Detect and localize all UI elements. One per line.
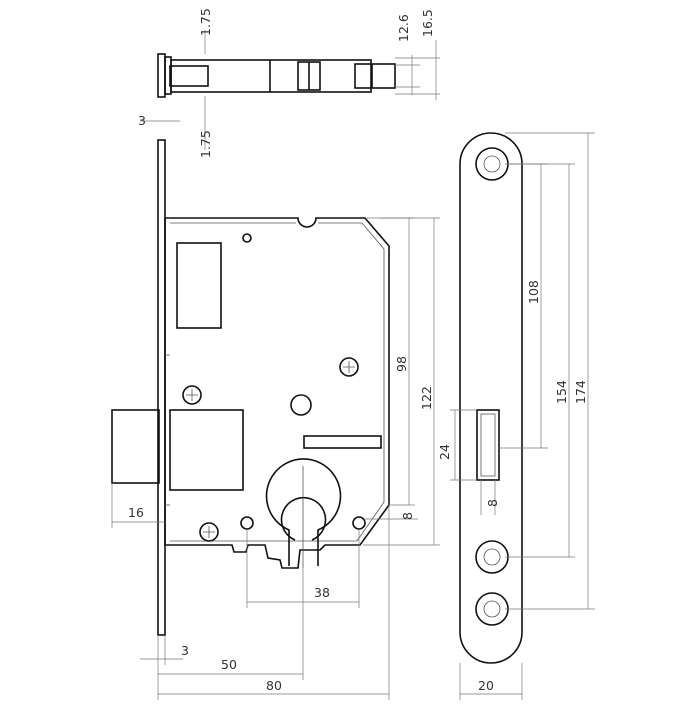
top-view-bolt: 1.75 12.6 16.5 3 1.75 — [138, 8, 440, 158]
cylinder-outer — [265, 458, 342, 566]
dim-label-122: 122 — [419, 386, 434, 410]
strike-latch-opening — [476, 409, 500, 481]
pin-hole-bottom-right — [352, 516, 366, 530]
deadbolt-window — [169, 409, 244, 491]
dim-label-80: 80 — [266, 678, 282, 693]
case-inner-edge — [170, 222, 385, 542]
top-spindle — [354, 63, 396, 89]
strike-screw-middle — [475, 540, 509, 574]
latch-bolt — [111, 409, 160, 484]
dim-label-12-6: 12.6 — [396, 14, 411, 42]
strike-plate — [459, 132, 523, 664]
dim-label-16: 16 — [128, 505, 144, 520]
dim-label-108: 108 — [526, 280, 541, 304]
dim-label-24: 24 — [437, 444, 452, 460]
strike-plate-dimensions: 108 154 174 24 8 20 — [437, 132, 595, 700]
strike-latch-inner — [480, 413, 496, 477]
cylinder-inner — [280, 496, 327, 541]
dim-label-98: 98 — [394, 356, 409, 372]
top-bolt-inner — [169, 65, 209, 87]
strike-screw-top — [475, 147, 509, 181]
lock-case-outline — [164, 217, 390, 569]
dim-label-38: 38 — [314, 585, 330, 600]
screw-top-right — [339, 357, 359, 377]
dim-label-50: 50 — [221, 657, 237, 672]
pin-hole-top — [242, 233, 252, 243]
dim-label-16-5: 16.5 — [420, 9, 435, 37]
screw-bottom-left — [199, 522, 219, 542]
dim-label-20: 20 — [478, 678, 494, 693]
faceplate — [157, 139, 166, 636]
strike-plate-outline — [459, 132, 523, 664]
dim-label-174: 174 — [573, 380, 588, 404]
pin-hole-bottom-left — [240, 516, 254, 530]
dim-label-154: 154 — [554, 380, 569, 404]
front-view-dimensions: 98 122 8 16 38 3 50 80 — [111, 217, 440, 700]
latch-window — [176, 242, 222, 329]
strike-screw-bottom — [475, 592, 509, 626]
top-faceplate — [157, 53, 166, 98]
dim-label-3-top: 3 — [138, 113, 146, 128]
dim-label-8-strike: 8 — [485, 499, 500, 507]
lever-slot — [303, 435, 382, 449]
dim-label-8-front: 8 — [400, 512, 415, 520]
screw-top-left — [182, 385, 202, 405]
dim-label-3-bottom: 3 — [181, 643, 189, 658]
dim-label-1-75-top: 1.75 — [198, 8, 213, 36]
top-bolt-body — [170, 59, 372, 93]
front-view-lock-case — [111, 139, 390, 636]
follower-hole — [290, 394, 312, 416]
dim-label-1-75-bottom: 1.75 — [198, 130, 213, 158]
